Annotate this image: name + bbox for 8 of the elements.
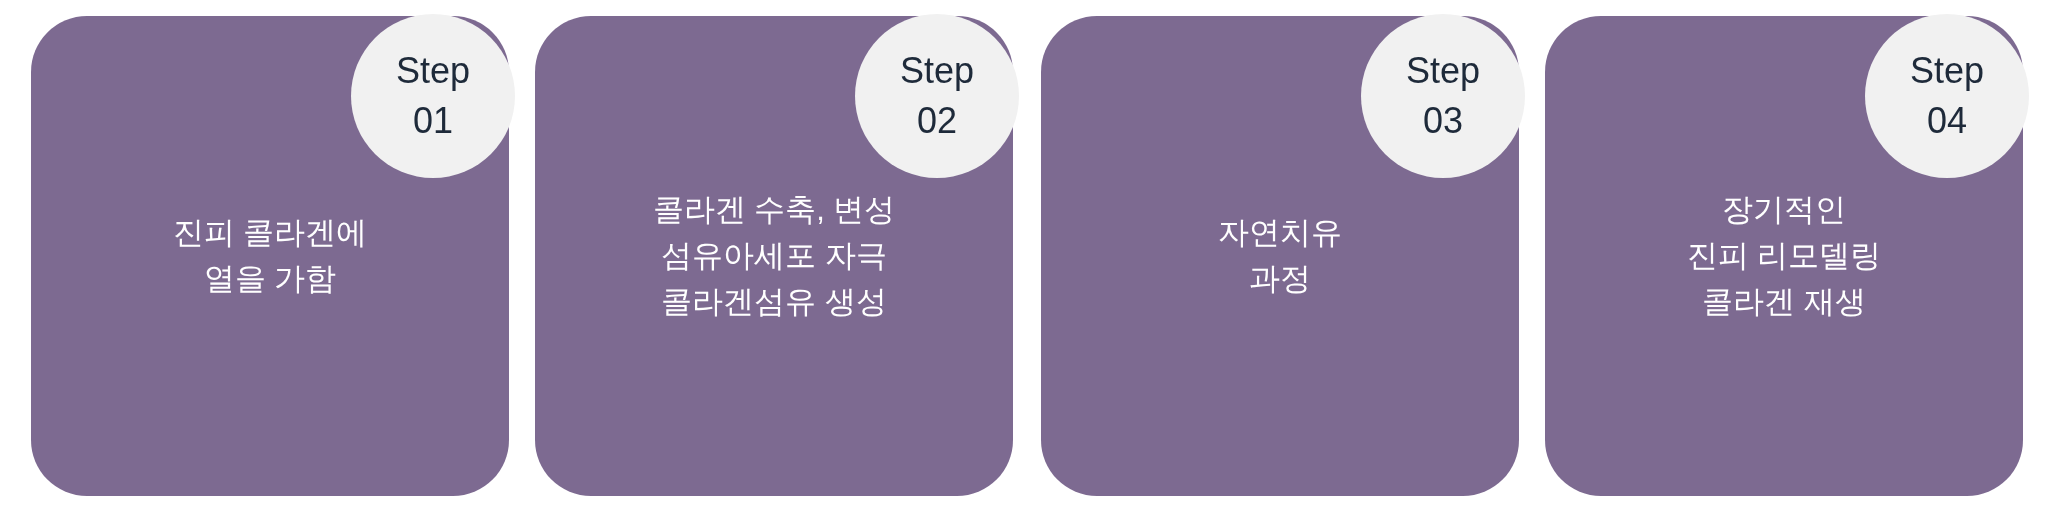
step-description: 진피 콜라겐에 열을 가함 [172,214,368,298]
step-description: 자연치유 과정 [1218,214,1342,298]
step-number: Step 04 [1909,49,1985,143]
step-description: 장기적인 진피 리모델링 콜라겐 재생 [1686,191,1882,321]
step-description: 콜라겐 수축, 변성 섬유아세포 자극 콜라겐섬유 생성 [652,191,896,321]
step-number: Step 01 [395,49,471,143]
step-number: Step 03 [1405,49,1481,143]
step-number: Step 02 [899,49,975,143]
